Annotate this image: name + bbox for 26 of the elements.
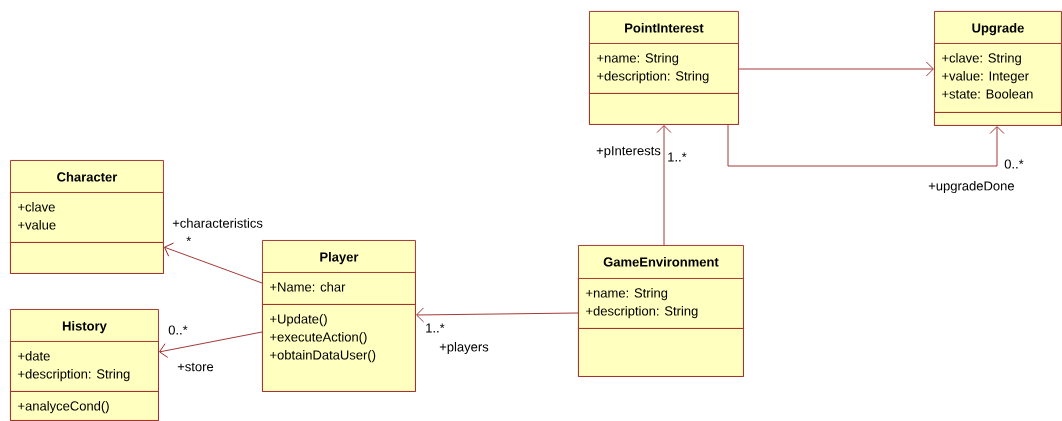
attribute-compartment: +clave +value xyxy=(10,192,164,243)
attribute-compartment: +name: String +description: String xyxy=(589,43,739,94)
multiplicity-label: 1..* xyxy=(668,152,687,162)
association-arrow xyxy=(164,242,263,284)
role-label: +players xyxy=(439,341,489,355)
multiplicity-label: 0..* xyxy=(168,325,188,335)
multiplicity-label: 0..* xyxy=(1004,159,1024,169)
operation-compartment xyxy=(578,328,744,377)
association-arrow xyxy=(656,125,672,246)
operation-compartment xyxy=(589,93,739,125)
role-label: +store xyxy=(177,362,214,372)
role-label: +characteristics xyxy=(172,218,263,228)
association-arrow xyxy=(416,307,579,323)
operation-compartment xyxy=(934,112,1062,126)
multiplicity-label: 1..* xyxy=(426,323,445,333)
attribute-compartment: +Name: char xyxy=(262,272,416,305)
attribute-compartment: +date +description: String xyxy=(10,341,159,392)
association-arrow xyxy=(159,331,263,358)
multiplicity-label: * xyxy=(186,236,192,242)
role-label: +pInterests xyxy=(596,146,661,158)
operation-compartment: +analyceCond() xyxy=(10,391,159,421)
operation-compartment xyxy=(10,242,164,274)
role-label: +upgradeDone xyxy=(928,180,1014,194)
attribute-compartment: +name: String +description: String xyxy=(578,278,744,329)
association-arrow xyxy=(738,61,934,77)
association-arrow xyxy=(727,124,1005,167)
